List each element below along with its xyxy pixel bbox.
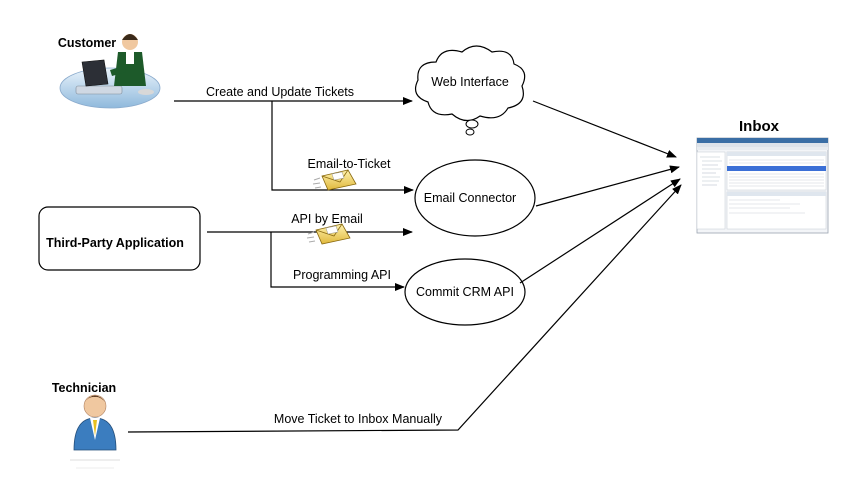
edge-email-to-ticket	[271, 101, 414, 194]
technician-label: Technician	[52, 381, 116, 395]
edge-technician-inbox	[127, 184, 682, 433]
email-to-ticket-label: Email-to-Ticket	[308, 157, 391, 171]
edge-api-inbox	[519, 178, 681, 284]
envelope-icon	[306, 223, 351, 245]
inbox-label: Inbox	[739, 118, 780, 135]
third-party-app-box	[38, 206, 201, 271]
api-by-email-label: API by Email	[291, 212, 363, 226]
commit-api-node	[404, 258, 526, 326]
edge-programming-api	[270, 232, 405, 291]
commit-api-label: Commit CRM API	[416, 285, 514, 299]
person-icon	[70, 394, 120, 469]
move-manual-label: Move Ticket to Inbox Manually	[274, 412, 443, 426]
inbox-screenshot-icon	[696, 137, 829, 234]
third-party-app-label: Third-Party Application	[46, 236, 184, 250]
programming-api-label: Programming API	[293, 268, 391, 282]
cloud-icon	[415, 45, 526, 136]
customer-label: Customer	[58, 36, 116, 50]
edge-email-inbox	[535, 165, 680, 207]
computer-user-icon	[59, 34, 161, 109]
email-connector-label: Email Connector	[424, 191, 516, 205]
envelope-icon	[312, 169, 357, 191]
create-update-label: Create and Update Tickets	[206, 85, 354, 99]
email-connector-node	[414, 159, 536, 237]
edge-web-inbox	[532, 100, 677, 158]
web-interface-label: Web Interface	[431, 75, 509, 89]
